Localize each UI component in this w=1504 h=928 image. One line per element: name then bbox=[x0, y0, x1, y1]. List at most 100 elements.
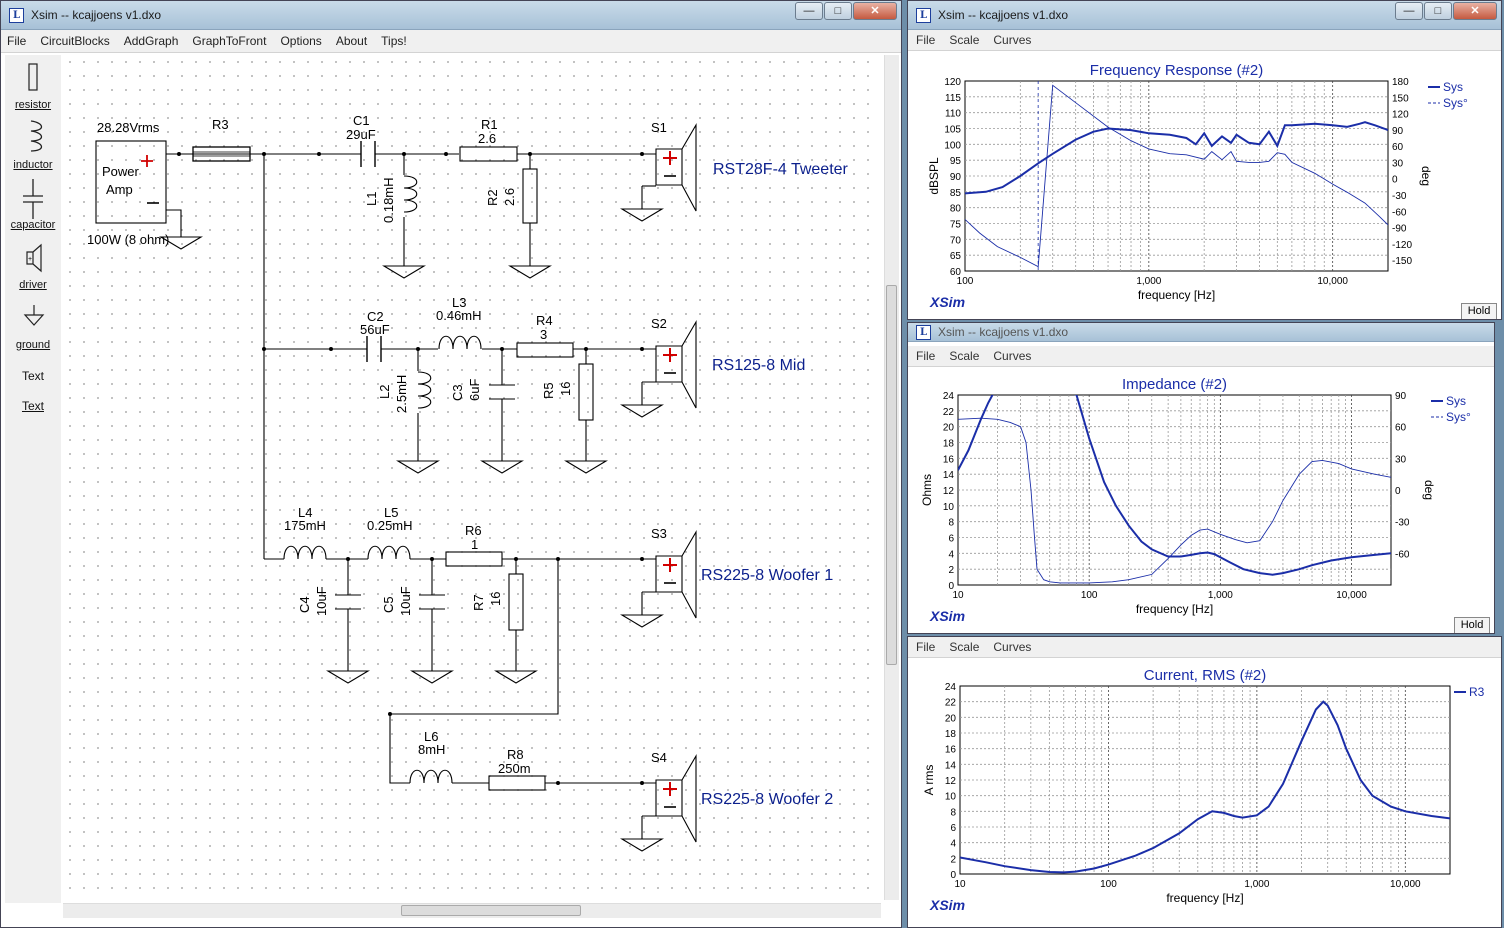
schematic-canvas[interactable]: 28.28Vrms Power Amp 100W (8 ohm) R3 C1 2… bbox=[63, 55, 881, 900]
speaker-s2[interactable] bbox=[655, 321, 697, 409]
phase-series-line bbox=[965, 84, 1388, 268]
resistor-r3[interactable] bbox=[192, 146, 251, 162]
r6-name: R6 bbox=[465, 523, 482, 538]
y-tick-label: 2 bbox=[948, 565, 954, 576]
inductor-icon[interactable] bbox=[25, 119, 45, 159]
capacitor-icon[interactable] bbox=[21, 179, 45, 219]
menu-options[interactable]: Options bbox=[280, 34, 322, 48]
y-tick-label: 85 bbox=[950, 188, 962, 199]
y2-tick-label: -150 bbox=[1392, 256, 1412, 267]
tool-text[interactable]: Text bbox=[21, 399, 44, 413]
imp-menu-file[interactable]: File bbox=[916, 349, 936, 363]
impedance-window: L Xsim -- kcajjoens v1.dxo File Scale Cu… bbox=[907, 322, 1495, 634]
tool-driver[interactable]: driver bbox=[19, 279, 47, 291]
imp-hold-button[interactable]: Hold bbox=[1454, 617, 1490, 633]
imp-menu-scale[interactable]: Scale bbox=[949, 349, 980, 363]
freq-hold-button[interactable]: Hold bbox=[1461, 303, 1497, 319]
minimize-button[interactable]: — bbox=[1395, 2, 1423, 20]
inductor-l5[interactable] bbox=[367, 545, 411, 560]
l2-value: 2.5mH bbox=[394, 375, 409, 413]
freq-menu-curves[interactable]: Curves bbox=[993, 33, 1032, 47]
driver-icon[interactable]: + bbox=[25, 243, 45, 273]
cur-menu-file[interactable]: File bbox=[916, 640, 936, 654]
power-amp-block[interactable] bbox=[95, 140, 319, 250]
capacitor-c4[interactable] bbox=[335, 559, 361, 671]
capacitor-c5[interactable] bbox=[419, 559, 445, 671]
schematic-vertical-scrollbar[interactable] bbox=[884, 55, 899, 900]
resistor-r7[interactable] bbox=[508, 573, 524, 631]
schematic-window: L Xsim -- kcajjoens v1.dxo — □ ✕ File Ci… bbox=[0, 0, 902, 928]
r1-name: R1 bbox=[481, 117, 498, 132]
freq-menu-scale[interactable]: Scale bbox=[949, 33, 980, 47]
resistor-r4[interactable] bbox=[516, 342, 574, 358]
inductor-l4[interactable] bbox=[283, 545, 327, 560]
y-tick-label: 100 bbox=[944, 140, 961, 151]
y-tick-label: 18 bbox=[945, 729, 957, 740]
r5-value: 16 bbox=[558, 382, 573, 396]
resistor-r6[interactable] bbox=[445, 551, 503, 567]
resistor-r5[interactable] bbox=[578, 363, 594, 421]
menu-graphtofront[interactable]: GraphToFront bbox=[192, 34, 267, 48]
inductor-l1[interactable] bbox=[403, 175, 418, 213]
imp-menu-curves[interactable]: Curves bbox=[993, 349, 1032, 363]
freq-titlebar[interactable]: L Xsim -- kcajjoens v1.dxo — □ ✕ bbox=[908, 1, 1501, 30]
tool-capacitor[interactable]: capacitor bbox=[10, 219, 56, 231]
resistor-icon[interactable] bbox=[25, 61, 41, 93]
menu-file[interactable]: File bbox=[7, 34, 27, 48]
resistor-r8[interactable] bbox=[488, 775, 546, 791]
frequency-response-chart[interactable]: 1201151101051009590858075706560180150120… bbox=[908, 51, 1501, 319]
tool-text-static[interactable]: Text bbox=[21, 369, 44, 383]
close-button[interactable]: ✕ bbox=[853, 2, 897, 20]
y-tick-label: 6 bbox=[950, 823, 956, 834]
y-tick-label: 10 bbox=[945, 792, 957, 803]
resistor-r2[interactable] bbox=[522, 168, 538, 224]
capacitor-c2[interactable] bbox=[366, 336, 382, 362]
main-menubar: File CircuitBlocks AddGraph GraphToFront… bbox=[1, 30, 901, 53]
inductor-l6[interactable] bbox=[409, 769, 453, 784]
inductor-l2[interactable] bbox=[417, 371, 432, 409]
schematic-horizontal-scrollbar[interactable] bbox=[63, 903, 881, 918]
y2-tick-label: 60 bbox=[1392, 142, 1404, 153]
resistor-r1[interactable] bbox=[459, 146, 518, 162]
y2-tick-label: 30 bbox=[1395, 454, 1407, 465]
tool-inductor[interactable]: inductor bbox=[13, 159, 53, 171]
r2-value: 2.6 bbox=[502, 188, 517, 206]
imp-titlebar[interactable]: L Xsim -- kcajjoens v1.dxo bbox=[908, 323, 1494, 342]
speaker-s1[interactable] bbox=[655, 124, 697, 212]
speaker-s4[interactable] bbox=[655, 755, 697, 843]
schematic-titlebar[interactable]: L Xsim -- kcajjoens v1.dxo — □ ✕ bbox=[1, 1, 901, 30]
menu-about[interactable]: About bbox=[335, 34, 368, 48]
y-tick-label: 22 bbox=[945, 698, 957, 709]
ground-icon[interactable] bbox=[23, 305, 45, 329]
y-tick-label: 0 bbox=[950, 870, 956, 881]
legend-label: Sys bbox=[1446, 394, 1466, 408]
l2-name: L2 bbox=[377, 385, 392, 399]
maximize-button[interactable]: □ bbox=[1424, 2, 1452, 20]
menu-circuitblocks[interactable]: CircuitBlocks bbox=[40, 34, 110, 48]
tool-ground[interactable]: ground bbox=[15, 339, 51, 351]
chart-title: Current, RMS (#2) bbox=[1144, 667, 1267, 684]
y2-tick-label: -90 bbox=[1392, 224, 1407, 235]
menu-addgraph[interactable]: AddGraph bbox=[123, 34, 179, 48]
speaker-s3[interactable] bbox=[655, 531, 697, 619]
chart-title: Frequency Response (#2) bbox=[1090, 62, 1263, 79]
minimize-button[interactable]: — bbox=[795, 2, 823, 20]
freq-menu-file[interactable]: File bbox=[916, 33, 936, 47]
imp-window-title: Xsim -- kcajjoens v1.dxo bbox=[938, 325, 1069, 339]
y-tick-label: 120 bbox=[944, 77, 961, 88]
r4-name: R4 bbox=[536, 313, 553, 328]
capacitor-c3[interactable] bbox=[489, 349, 515, 461]
close-button[interactable]: ✕ bbox=[1453, 2, 1497, 20]
inductor-l3[interactable] bbox=[438, 335, 482, 350]
cur-menu-scale[interactable]: Scale bbox=[949, 640, 980, 654]
y-tick-label: 24 bbox=[945, 682, 957, 693]
menu-tips[interactable]: Tips! bbox=[381, 34, 407, 48]
y2-tick-label: -30 bbox=[1392, 191, 1407, 202]
capacitor-c1[interactable] bbox=[360, 141, 376, 167]
tool-resistor[interactable]: resistor bbox=[14, 99, 52, 111]
cur-menu-curves[interactable]: Curves bbox=[993, 640, 1032, 654]
maximize-button[interactable]: □ bbox=[824, 2, 852, 20]
y2-tick-label: 0 bbox=[1392, 175, 1398, 186]
